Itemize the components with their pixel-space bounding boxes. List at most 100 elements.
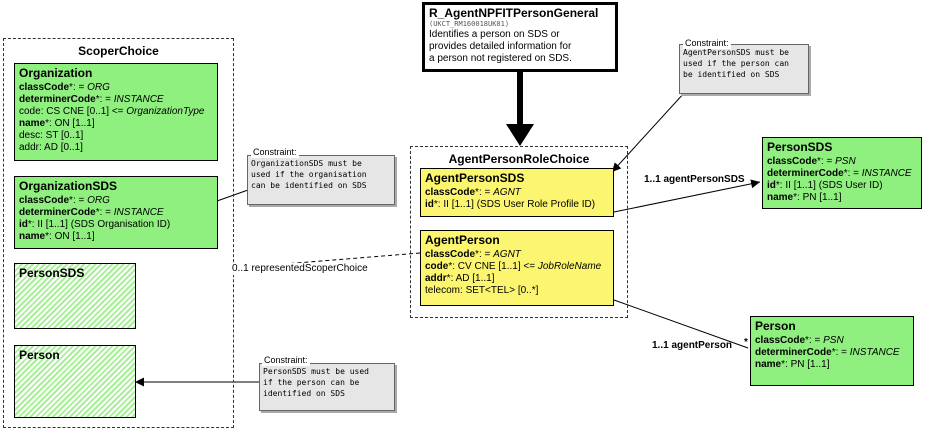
required-marker: * — [69, 195, 73, 206]
attribute-row: determinerCode*: = INSTANCE — [19, 94, 213, 106]
attribute-type: : II [1..1] (SDS Organisation ID) — [31, 219, 171, 230]
entry-point-desc-1: Identifies a person on SDS or — [429, 29, 560, 40]
required-marker: * — [793, 192, 798, 203]
attribute-type: : PN [1..1] — [785, 359, 830, 370]
agent-person-sds-role-label: 1..1 agentPersonSDS — [644, 174, 745, 185]
agent-person-sds-name: AgentPersonSDS — [425, 171, 525, 185]
attribute-name: classCode — [425, 249, 476, 260]
attribute-row: id*: II [1..1] (SDS User ID) — [767, 180, 917, 192]
attribute-row: name*: PN [1..1] — [755, 359, 909, 371]
attribute-type: : = — [835, 347, 850, 358]
agent-person-role-label: 1..1 agentPerson — [652, 340, 733, 351]
constraint-person-sds-label: Constraint: — [262, 355, 310, 366]
attribute-type: : CS CNE [0..1] <= — [40, 106, 127, 117]
attribute-row: determinerCode*: = INSTANCE — [767, 168, 917, 180]
attribute-name: determinerCode — [767, 168, 844, 179]
person-name: Person — [755, 319, 796, 333]
attribute-type: : II [1..1] (SDS User Role Profile ID) — [437, 199, 596, 210]
constraint-top-right-line-3: be identified on SDS — [683, 70, 780, 79]
attribute-value: PSN — [835, 156, 856, 167]
attribute-value: PSN — [823, 335, 844, 346]
attribute-type: : = — [72, 82, 88, 93]
scoper-person-class: Person — [14, 345, 136, 418]
attribute-name: determinerCode — [19, 207, 96, 218]
organization-name: Organization — [19, 66, 93, 80]
agent-person-multiplicity-label: * — [744, 337, 748, 348]
required-marker: * — [475, 187, 479, 198]
attribute-row: classCode*: = PSN — [767, 156, 917, 168]
represented-scoper-role-label: 0..1 representedScoperChoice — [232, 263, 368, 275]
attribute-name: classCode — [425, 187, 476, 198]
constraint-top-right-line-1: AgentPersonSDS must be — [683, 48, 789, 57]
attribute-row: name*: ON [1..1] — [19, 118, 213, 130]
attribute-row: addr*: AD [1..1] — [425, 273, 609, 285]
attribute-value: INSTANCE — [113, 94, 164, 105]
required-marker: * — [45, 118, 50, 129]
attribute-name: telecom — [425, 285, 461, 296]
required-marker: * — [448, 261, 453, 272]
attribute-name: name — [755, 359, 782, 370]
attribute-name: classCode — [755, 335, 806, 346]
attribute-name: name — [19, 118, 46, 129]
scoper-person-sds-class: PersonSDS — [14, 263, 136, 329]
attribute-name: name — [767, 192, 794, 203]
attribute-name: id — [19, 219, 28, 230]
constraint-top-right-box: AgentPersonSDS must be used if the perso… — [679, 44, 809, 94]
required-marker: * — [817, 156, 821, 167]
scoper-person-sds-name: PersonSDS — [19, 266, 85, 280]
constraint-top-right-label: Constraint: — [683, 38, 731, 49]
attribute-name: addr — [425, 273, 447, 284]
required-marker: * — [95, 207, 100, 218]
attribute-value: INSTANCE — [849, 347, 900, 358]
attribute-row: determinerCode*: = INSTANCE — [19, 207, 213, 219]
agent-person-role-choice-title: AgentPersonRoleChoice — [448, 152, 590, 166]
attribute-value: JobRoleName — [537, 261, 602, 272]
attribute-value: INSTANCE — [861, 168, 912, 179]
required-marker: * — [27, 219, 32, 230]
scoper-person-name: Person — [19, 348, 60, 362]
required-marker: * — [45, 231, 50, 242]
attribute-row: code: CS CNE [0..1] <= OrganizationType — [19, 106, 213, 118]
scoper-choice-container: ScoperChoice — [3, 38, 234, 428]
constraint-org-sds-box: OrganizationSDS must be used if the orga… — [247, 155, 395, 205]
attribute-value: OrganizationType — [126, 106, 205, 117]
scoper-choice-title: ScoperChoice — [78, 44, 159, 58]
attribute-type: : = — [478, 187, 494, 198]
required-marker: * — [831, 347, 836, 358]
attribute-type: : = — [847, 168, 862, 179]
entry-point-desc-3: a person not registered on SDS. — [429, 53, 572, 64]
attribute-type: : = — [72, 195, 88, 206]
attribute-row: name*: ON [1..1] — [19, 231, 213, 243]
entry-point-desc-2: provides detailed information for — [429, 41, 572, 52]
attribute-type: : ST [0..1] — [40, 130, 84, 141]
attribute-name: classCode — [19, 82, 70, 93]
attribute-name: determinerCode — [19, 94, 96, 105]
attribute-row: classCode*: = AGNT — [425, 187, 609, 199]
attribute-type: : PN [1..1] — [797, 192, 842, 203]
attribute-row: desc: ST [0..1] — [19, 130, 213, 142]
attribute-type: : ON [1..1] — [49, 118, 95, 129]
constraint-person-sds-line-1: PersonSDS must be used — [263, 367, 369, 376]
attribute-type: : = — [808, 335, 824, 346]
attribute-value: AGNT — [493, 249, 521, 260]
attribute-name: code — [425, 261, 449, 272]
attribute-row: telecom: SET<TEL> [0..*] — [425, 285, 609, 297]
constraint-org-sds-line-1: OrganizationSDS must be — [251, 159, 362, 168]
attribute-row: addr: AD [0..1] — [19, 142, 213, 154]
constraint-top-right-line-2: used if the person can — [683, 59, 789, 68]
attribute-type: : = — [99, 207, 114, 218]
attribute-type: : = — [820, 156, 836, 167]
attribute-row: classCode*: = AGNT — [425, 249, 609, 261]
attribute-type: : CV CNE [1..1] <= — [452, 261, 538, 272]
attribute-value: INSTANCE — [113, 207, 164, 218]
agent-person-name: AgentPerson — [425, 233, 500, 247]
